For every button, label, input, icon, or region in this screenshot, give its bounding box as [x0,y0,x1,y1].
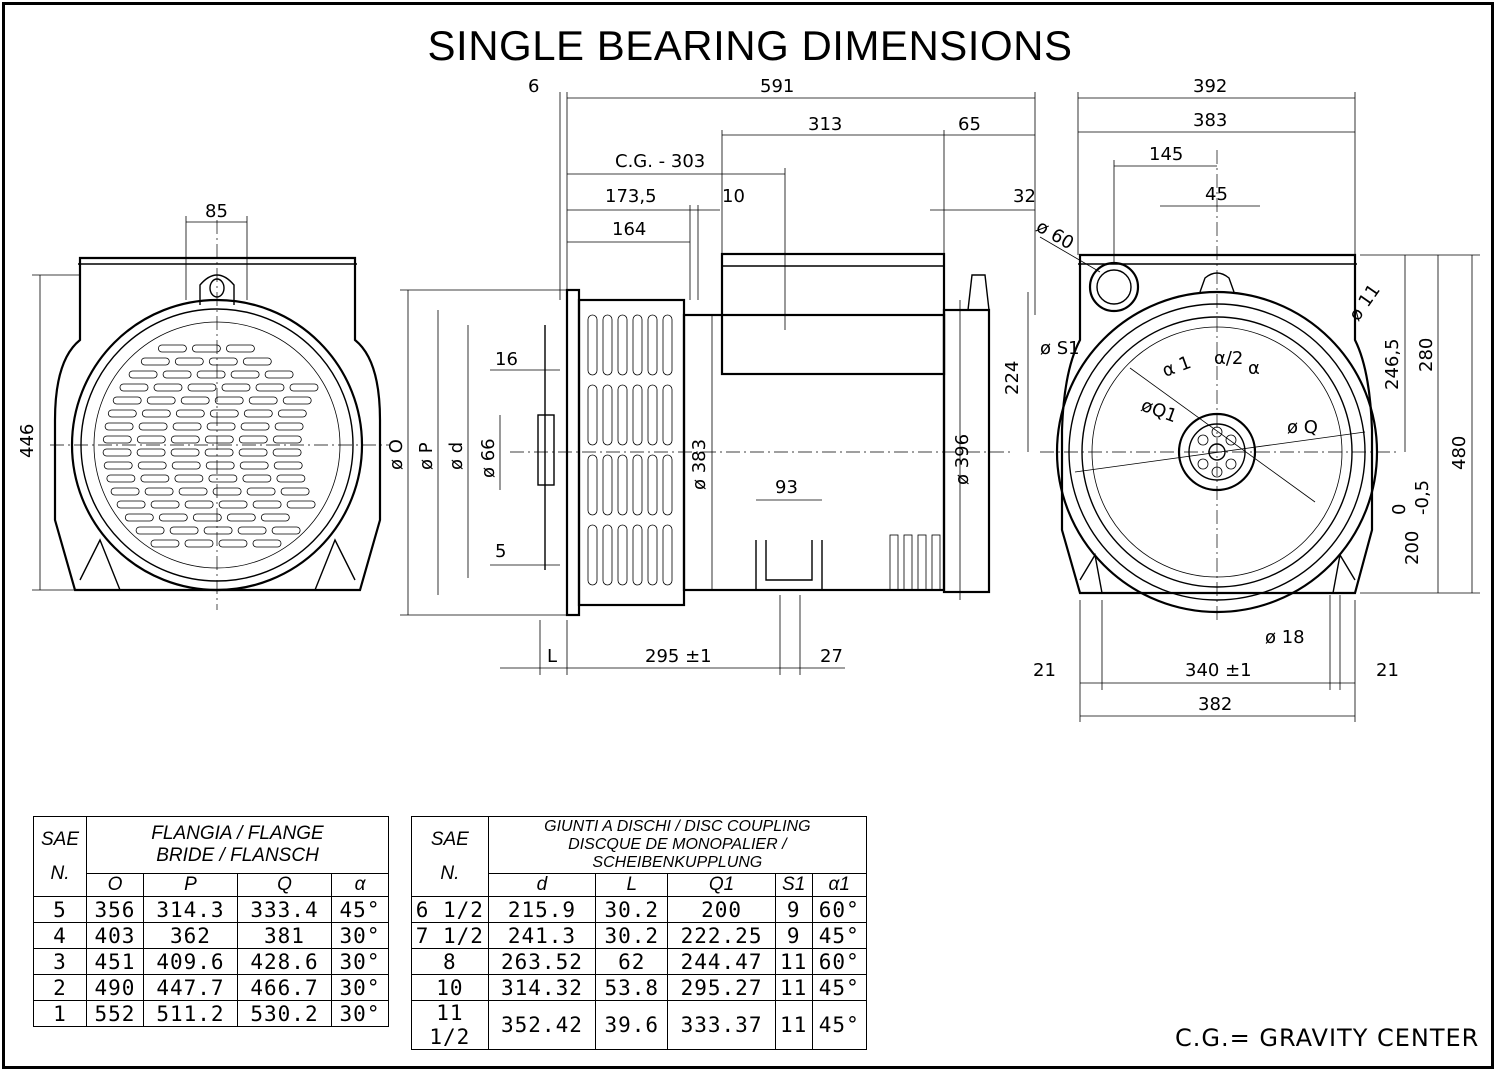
dim-65: 65 [958,114,981,135]
coupling-col-q1: Q1 [667,873,776,897]
dim-6: 6 [528,76,539,97]
dim-446: 446 [17,424,38,458]
side-view: 6 591 313 65 C.G. - 303 173,5 10 32 164 … [386,76,1036,675]
dim-480: 480 [1449,436,1470,470]
coupling-col-d: d [487,873,597,897]
dim-alpha-half: α/2 [1214,348,1243,369]
dim-alpha1: α 1 [1160,352,1194,382]
flange-col-alpha: α [331,873,389,897]
rear-view: 392 383 145 45 ø 60 ø 11 ø S1 α 1 α/2 α … [1033,76,1480,722]
dim-16: 16 [495,349,518,370]
dim-164: 164 [612,219,646,240]
dim-173-5: 173,5 [605,186,657,207]
dim-200: 200 [1402,531,1423,565]
dim-phi-18: ø 18 [1265,627,1305,648]
dim-32: 32 [1013,186,1036,207]
drawing-title: SINGLE BEARING DIMENSIONS [427,22,1073,69]
dim-phi-s1: ø S1 [1040,338,1080,359]
flange-col-q: Q [236,873,333,897]
dim-224: 224 [1002,361,1023,395]
dim-phi-q: ø Q [1287,417,1318,438]
front-view: 85 446 [17,201,390,610]
dim-tol-up: 0 [1389,504,1410,515]
dim-phi-11: ø 11 [1345,280,1385,325]
dim-21-right: 21 [1376,660,1399,681]
dim-313: 313 [808,114,842,135]
dim-10: 10 [722,186,745,207]
dim-246-5: 246,5 [1382,338,1403,390]
dim-phi-o: ø O [386,439,407,470]
dim-phi-383: ø 383 [689,439,710,490]
dim-27: 27 [820,646,843,667]
dim-145: 145 [1149,144,1183,165]
dim-tol-down: -0,5 [1412,480,1433,515]
dim-21-left: 21 [1033,660,1056,681]
dim-280: 280 [1416,338,1437,372]
gravity-center-note: C.G.= GRAVITY CENTER [1175,1024,1480,1052]
dim-591: 591 [760,76,794,97]
dim-392: 392 [1193,76,1227,97]
coupling-col-l: L [595,873,669,897]
flange-col-p: P [142,873,238,897]
dim-phi-d: ø d [446,442,467,470]
dim-phi-60: ø 60 [1033,216,1078,254]
flange-col-o: O [86,873,144,897]
dim-5: 5 [495,541,506,562]
dim-383: 383 [1193,110,1227,131]
dim-alpha: α [1248,358,1260,379]
dim-phi-p: ø P [416,442,437,470]
dim-cg: C.G. - 303 [615,151,705,172]
dim-295: 295 ±1 [645,646,712,667]
coupling-col-s1: S1 [774,873,813,897]
dim-93: 93 [775,477,798,498]
dim-l: L [547,646,557,667]
dim-85: 85 [205,201,228,222]
dim-340: 340 ±1 [1185,660,1252,681]
dim-phi-66: ø 66 [478,438,499,478]
coupling-col-alpha1: α1 [811,873,867,897]
dim-phi-396: ø 396 [952,434,973,485]
dim-382: 382 [1198,694,1232,715]
dim-45: 45 [1205,184,1228,205]
